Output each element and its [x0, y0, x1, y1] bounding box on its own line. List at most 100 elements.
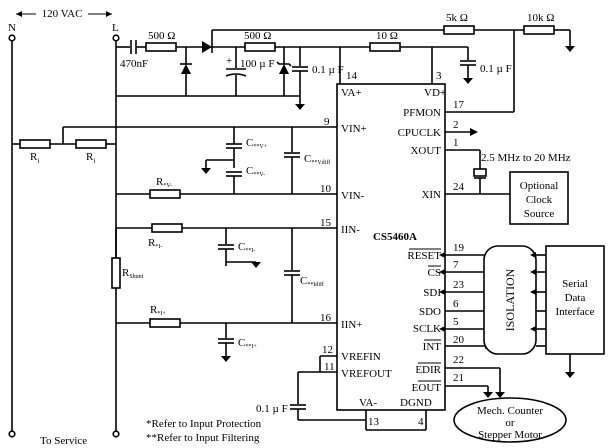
pin-vrefin: VREFIN: [341, 351, 381, 363]
series-diode-icon: [202, 41, 212, 53]
pin-num-5: 5: [453, 316, 459, 328]
chip-body: [336, 83, 446, 411]
ri2-label: Ri: [86, 151, 95, 165]
pin-num-15: 15: [320, 217, 332, 229]
clock-source-box: [509, 171, 569, 225]
ri4-label: R*I+: [150, 304, 166, 317]
cap-100uf-label: 100 µ F: [240, 58, 274, 70]
pin-eout: EOUT: [412, 382, 442, 394]
neutral-terminal-top: [8, 34, 16, 42]
rv-label: R*V-: [156, 176, 172, 189]
pin-iin-plus: IIN+: [341, 319, 362, 331]
pin-num-13: 13: [368, 416, 380, 428]
resistor-rv-icon: [149, 189, 181, 199]
pin-num-6: 6: [453, 298, 459, 310]
right-pin-wires: 2.5 MHz to 20 MHz Optional Clock Source …: [439, 111, 605, 443]
resistor-ri2-icon: [75, 139, 107, 149]
r500-label-1: 500 Ω: [148, 30, 175, 42]
resistor-10-icon: [369, 42, 401, 52]
rshunt-label: RShunt: [122, 267, 144, 280]
ground-icon: [295, 104, 305, 110]
pin-xout: XOUT: [410, 145, 441, 157]
serial-line1: Serial: [562, 278, 588, 290]
pin-num-1: 1: [453, 137, 459, 149]
pin-int: INT: [423, 341, 442, 353]
ground-icon: [565, 372, 575, 378]
clock-source-line1: Optional: [520, 180, 559, 192]
resistor-ri3-icon: [151, 223, 183, 233]
cap-plus-sign: +: [226, 55, 232, 67]
cv2-label: C**V-: [246, 165, 265, 178]
pin-va-minus: VA-: [359, 397, 377, 409]
ci2-label: C**I+: [238, 337, 257, 350]
pin-num-19: 19: [453, 242, 465, 254]
vref-network: 0.1 µ F: [256, 355, 427, 431]
to-service-label: To Service: [40, 435, 87, 447]
pin-cs: CS: [428, 267, 441, 279]
serial-line2: Data: [565, 292, 586, 304]
pin-vd-plus: VD+: [424, 87, 446, 99]
pin-num-10: 10: [320, 183, 332, 195]
neutral-label: N: [8, 22, 16, 34]
pin-num-9: 9: [324, 116, 330, 128]
pin-dgnd: DGND: [400, 397, 432, 409]
pin-sdi: SDI: [423, 287, 441, 299]
cv1-label: C**V+: [246, 137, 268, 150]
arrow-left-icon: [16, 11, 22, 17]
resistor-ri1-icon: [19, 139, 51, 149]
pin-vin-plus: VIN+: [341, 123, 367, 135]
motor-line3: Stepper Motor: [478, 429, 542, 441]
isolation-block: [483, 245, 537, 355]
pin-pfmon: PFMON: [403, 107, 441, 119]
zener-diode-icon: [279, 64, 289, 74]
ground-icon: [463, 78, 473, 84]
pin-sclk: SCLK: [413, 323, 441, 335]
pin-edir: EDIR: [415, 364, 441, 376]
ground-icon: [221, 356, 231, 362]
r10-label: 10 Ω: [376, 30, 398, 42]
r5k-label: 5k Ω: [446, 12, 468, 24]
pin-va-plus: VA+: [341, 87, 362, 99]
mains-supply: 120 VAC N L To Service: [8, 6, 120, 447]
pin-num-21: 21: [453, 372, 464, 384]
isolation-label: ISOLATION: [503, 268, 517, 331]
motor-line2: or: [505, 417, 515, 429]
pin-reset: RESET: [407, 250, 441, 262]
pin-num-2: 2: [453, 119, 459, 131]
voltage-input-network: Ri Ri C**V+ C**V- C**Vdiff R*V-: [12, 126, 337, 199]
ground-icon: [251, 262, 261, 268]
pin-sdo: SDO: [419, 306, 441, 318]
cap-01b-label: 0.1 µ F: [480, 63, 512, 75]
pin-num-23: 23: [453, 279, 465, 291]
pin-iin-minus: IIN-: [341, 224, 360, 236]
neutral-terminal-bottom: [8, 430, 16, 438]
mains-voltage-label: 120 VAC: [42, 8, 83, 20]
resistor-ri4-icon: [149, 318, 181, 328]
r10k-label: 10k Ω: [527, 12, 554, 24]
motor-ellipse: [453, 397, 567, 443]
serial-line3: Interface: [555, 306, 594, 318]
ri1-label: Ri: [30, 151, 39, 165]
cidiff-label: C**Idiff: [300, 275, 324, 288]
pin-num-3: 3: [436, 70, 442, 82]
chip-name: CS5460A: [373, 231, 417, 243]
r500-label-2: 500 Ω: [244, 30, 271, 42]
pin-num-14: 14: [346, 70, 358, 82]
power-supply-chain: 470nF 500 Ω 500 Ω 10 Ω 0.1 µ F +: [116, 30, 512, 110]
pin-num-11: 11: [324, 361, 335, 373]
current-input-network: R*I- R*I+ RShunt C**I- C**Idiff C**I+: [111, 223, 337, 362]
pin-num-12: 12: [322, 344, 333, 356]
pin-num-7: 7: [453, 259, 459, 271]
line-label: L: [112, 22, 119, 34]
pfmon-divider: 5k Ω 10k Ω: [211, 12, 575, 113]
pin-num-17: 17: [453, 99, 465, 111]
arrow-right-icon: [470, 128, 478, 136]
pin-vrefout: VREFOUT: [341, 368, 392, 380]
pin-vin-minus: VIN-: [341, 190, 365, 202]
pin-num-24: 24: [453, 181, 465, 193]
shunt-diode-icon: [181, 64, 191, 74]
clock-source-line3: Source: [524, 208, 555, 220]
freq-range-label: 2.5 MHz to 20 MHz: [481, 152, 571, 164]
